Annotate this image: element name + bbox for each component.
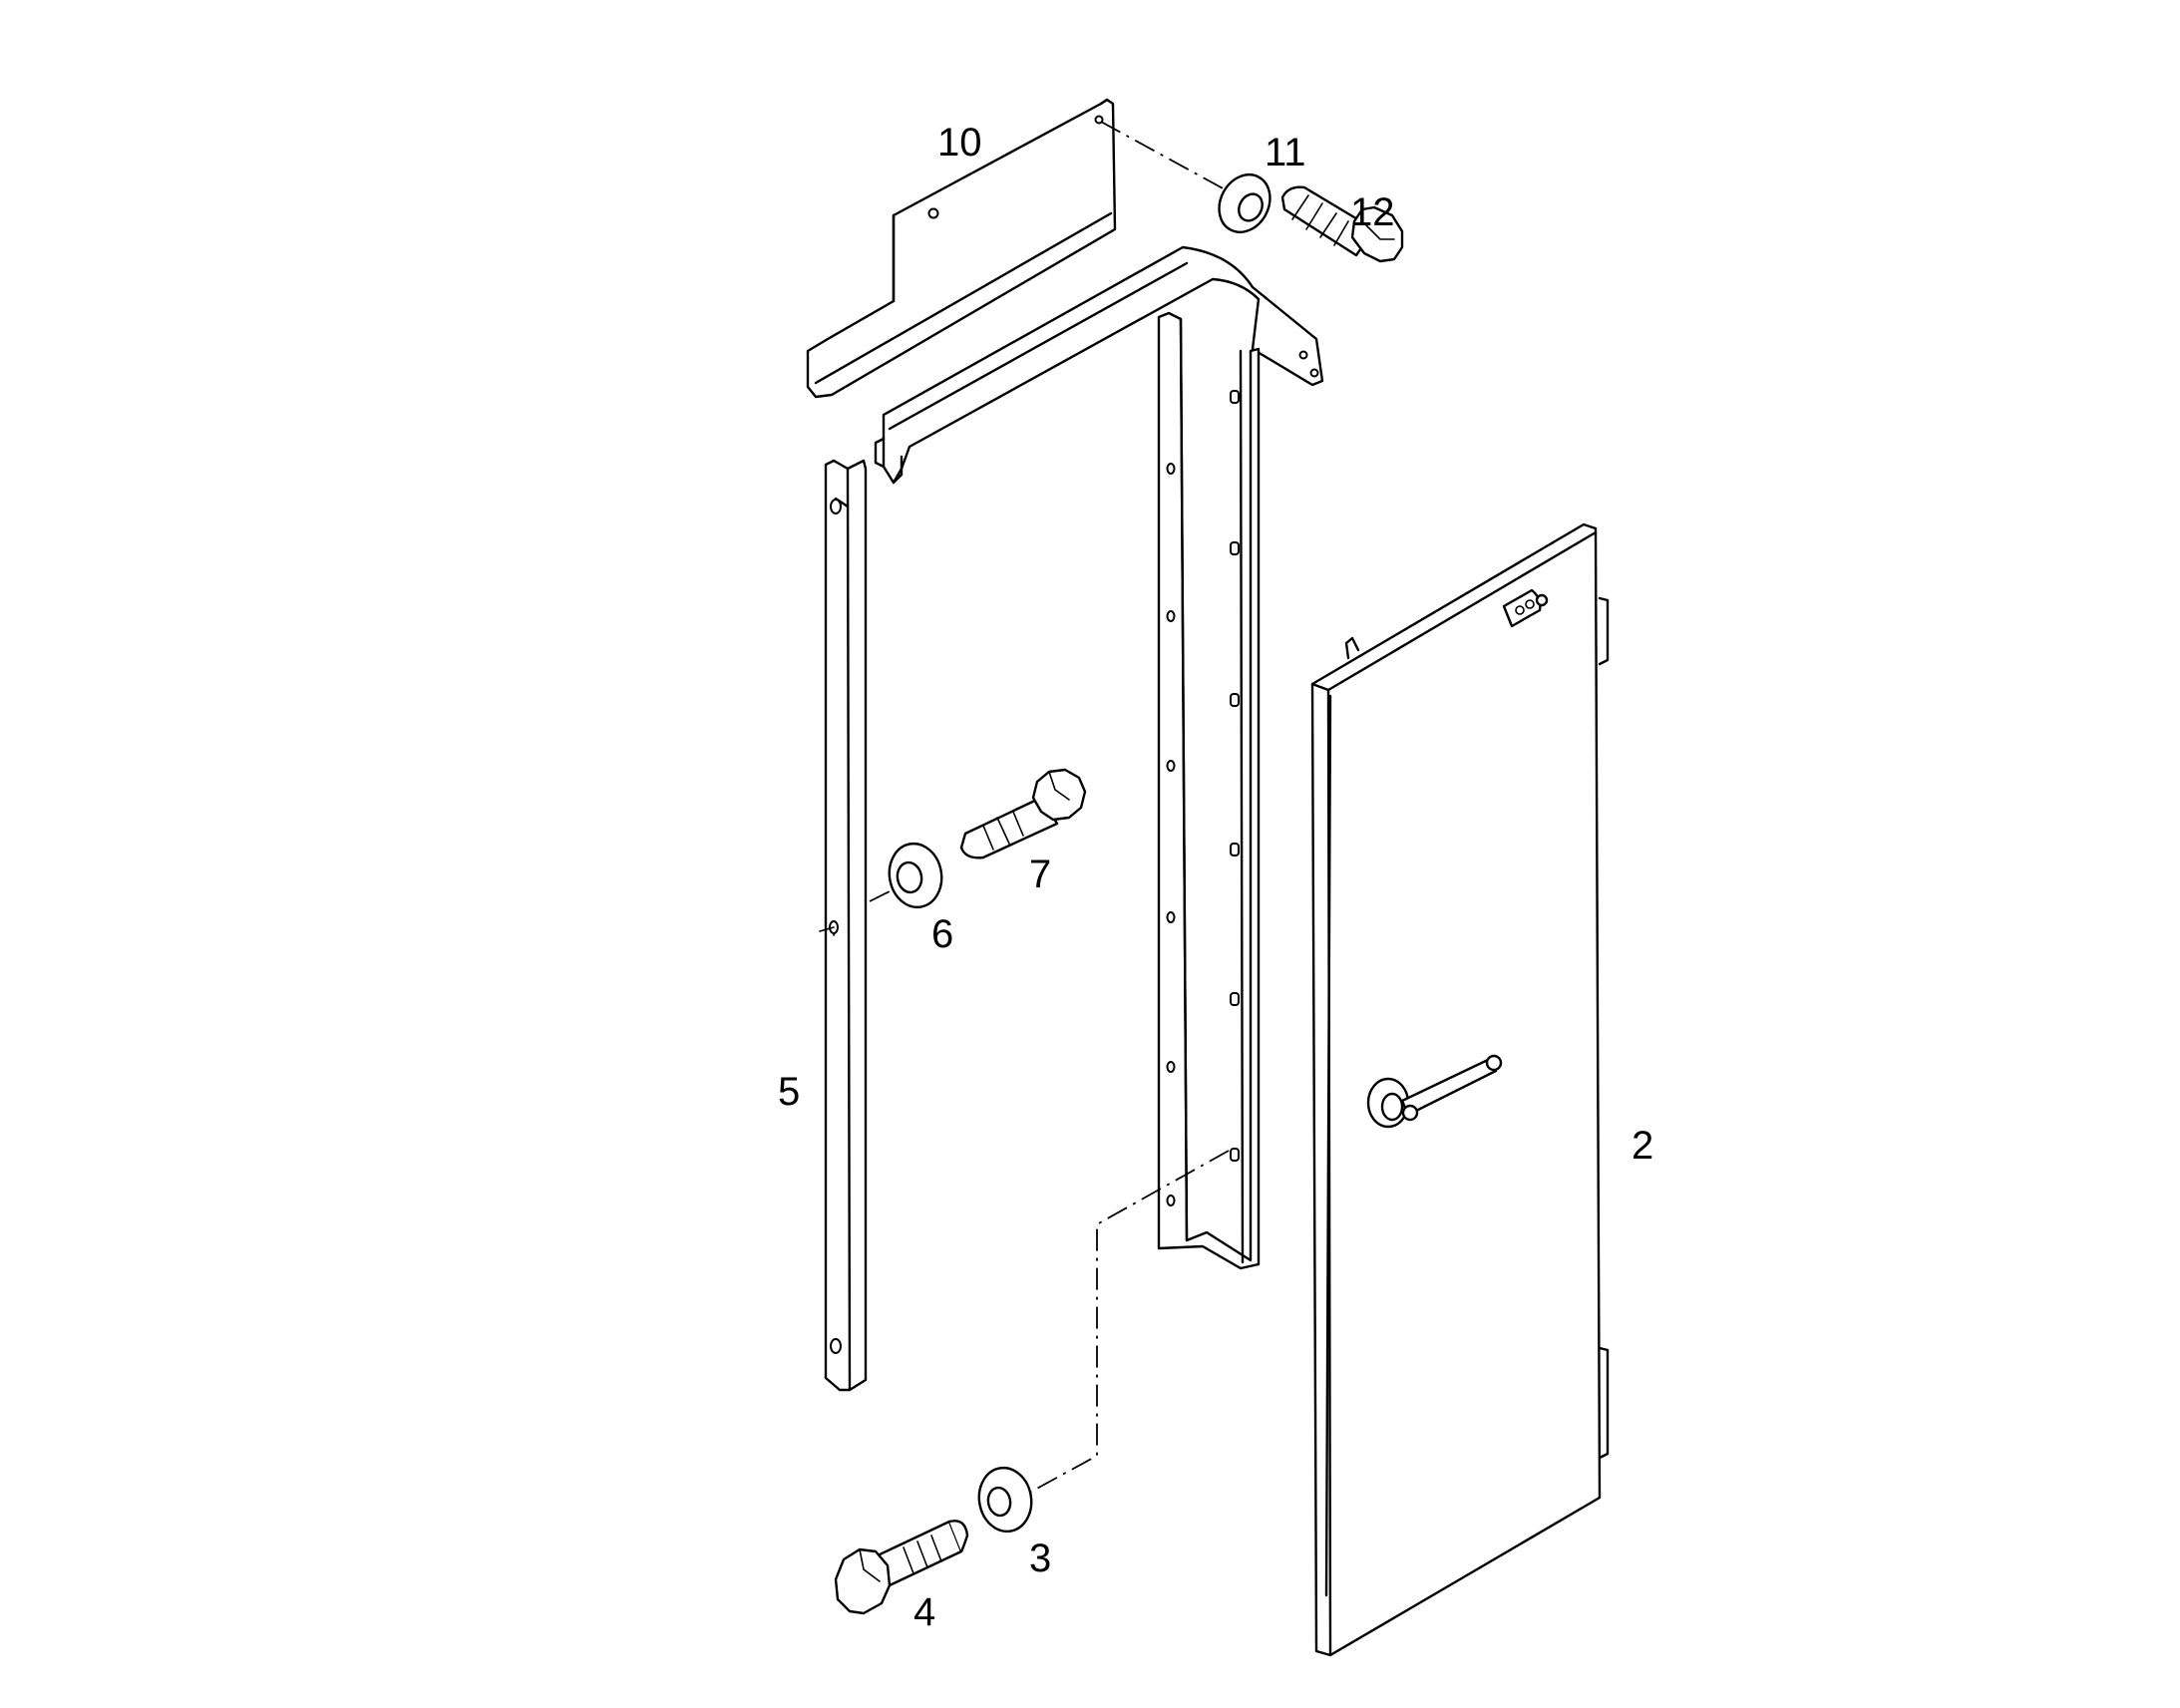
door-lock-icon: [1502, 588, 1549, 628]
part-12-hex-bolt[interactable]: [1280, 185, 1404, 263]
callout-labels: 10 11 12 7 6 5 2 3 4: [778, 121, 1653, 1634]
part-7-hex-bolt[interactable]: [959, 768, 1087, 859]
part-11-washer[interactable]: [1210, 166, 1280, 241]
callout-7: 7: [1029, 853, 1051, 896]
channel-slots: [1166, 390, 1240, 1206]
callout-11: 11: [1265, 131, 1306, 174]
part-6-washer[interactable]: [885, 840, 946, 911]
callout-6: 6: [931, 912, 953, 956]
part-2-door-panel[interactable]: [1310, 522, 1610, 1657]
part-4-hex-bolt[interactable]: [834, 1520, 969, 1615]
callout-4: 4: [913, 1590, 935, 1634]
main-channel-frame[interactable]: [874, 245, 1324, 1270]
callout-10: 10: [937, 121, 982, 165]
part-3-washer[interactable]: [974, 1464, 1036, 1536]
callout-3: 3: [1029, 1537, 1051, 1580]
part-5-vertical-strip[interactable]: [819, 459, 868, 1392]
callout-5: 5: [778, 1070, 800, 1114]
part-10-bracket-plate[interactable]: [806, 98, 1117, 399]
callout-2: 2: [1632, 1124, 1653, 1168]
assembly-lines: [869, 121, 1230, 1493]
door-handle[interactable]: [1366, 1054, 1503, 1129]
callout-12: 12: [1350, 190, 1395, 234]
